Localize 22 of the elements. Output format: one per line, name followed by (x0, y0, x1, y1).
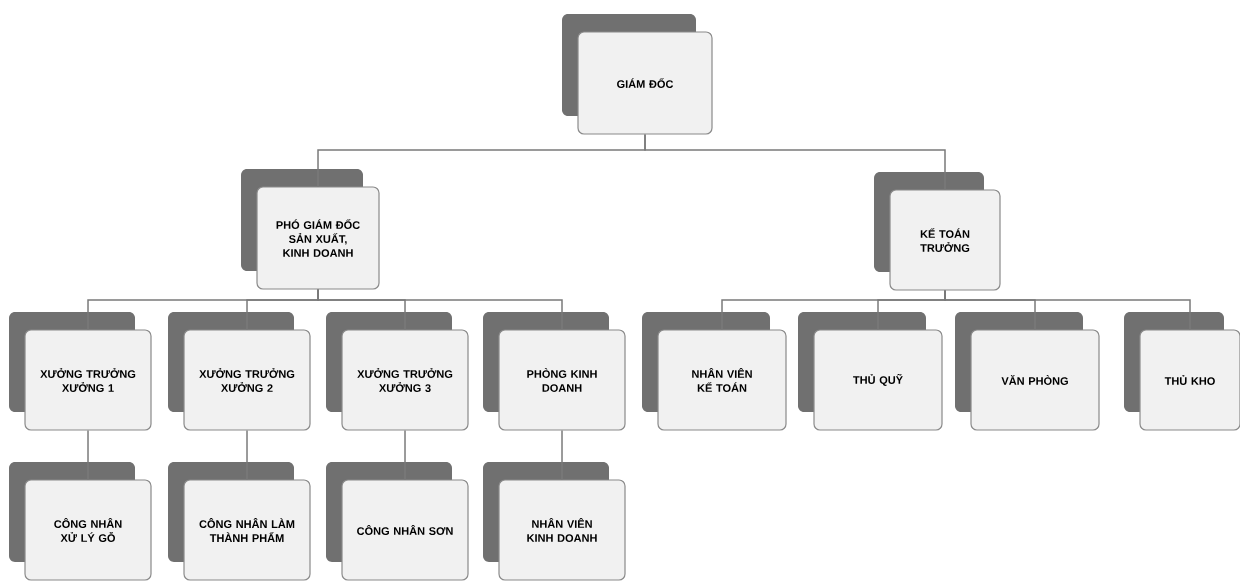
org-box: KẾ TOÁN TRƯỞNG (874, 172, 1001, 291)
org-box: THỦ QUỸ (798, 312, 943, 431)
org-box: XƯỞNG TRƯỞNG XƯỞNG 2 (168, 312, 311, 431)
org-box: NHÂN VIÊN KINH DOANH (483, 462, 626, 581)
org-box: PHÓ GIÁM ĐỐC SẢN XUẤT, KINH DOANH (241, 169, 380, 290)
org-box: XƯỞNG TRƯỞNG XƯỞNG 1 (9, 312, 152, 431)
connector-line (944, 289, 1191, 331)
org-box: GIÁM ĐỐC (562, 14, 713, 135)
org-box: THỦ KHO (1124, 312, 1240, 431)
org-box: VĂN PHÒNG (955, 312, 1100, 431)
connector-line (404, 429, 406, 481)
org-box: CÔNG NHÂN XỬ LÝ GỖ (9, 462, 152, 581)
connector-line (87, 429, 89, 481)
connector-line (246, 429, 248, 481)
connector-line (561, 429, 563, 481)
org-box: XƯỞNG TRƯỞNG XƯỞNG 3 (326, 312, 469, 431)
org-box: CÔNG NHÂN LÀM THÀNH PHẨM (168, 462, 311, 581)
connector-line (644, 133, 946, 191)
org-box: PHÒNG KINH DOANH (483, 312, 626, 431)
connector-line (317, 288, 563, 331)
org-box: CÔNG NHÂN SƠN (326, 462, 469, 581)
org-box: NHÂN VIÊN KẾ TOÁN (642, 312, 787, 431)
